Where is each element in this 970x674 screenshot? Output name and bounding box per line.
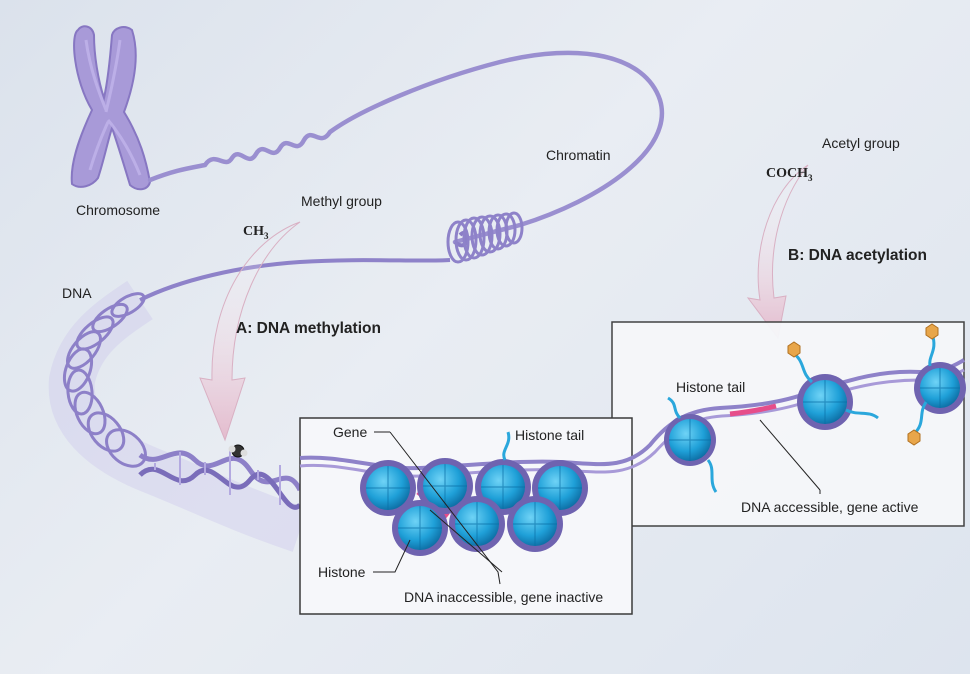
- methyl-group-label: Methyl group: [301, 193, 382, 209]
- gene-label: Gene: [333, 424, 368, 440]
- chromatin-label: Chromatin: [546, 147, 611, 163]
- histone-tail-left-label: Histone tail: [515, 427, 585, 443]
- dna-acetylation-title: B: DNA acetylation: [788, 247, 927, 264]
- dna-methylation-title: A: DNA methylation: [236, 320, 381, 337]
- dna-helix: [48, 280, 308, 552]
- methyl-formula: CH3: [243, 225, 269, 241]
- dna-label: DNA: [62, 285, 92, 301]
- dna-accessible-label: DNA accessible, gene active: [741, 499, 919, 515]
- chromatin-fiber: [139, 50, 665, 302]
- methyl-formula-text: CH: [243, 224, 264, 239]
- open-histones: [664, 323, 966, 493]
- condensed-histones: [360, 431, 588, 556]
- acetyl-formula: COCH3: [766, 167, 813, 183]
- methyl-formula-sub: 3: [264, 230, 269, 241]
- histone-label: Histone: [318, 564, 366, 580]
- acetyl-group-label: Acetyl group: [822, 135, 900, 151]
- methyl-arrow: [199, 221, 301, 442]
- chromosome-label: Chromosome: [76, 202, 161, 218]
- chromosome-shape: [70, 25, 152, 191]
- histone-tail-right-label: Histone tail: [676, 379, 746, 395]
- leader-lines: [373, 419, 821, 585]
- acetyl-formula-sub: 3: [808, 172, 813, 183]
- acetyl-formula-text: COCH: [766, 166, 808, 181]
- dna-inaccessible-label: DNA inaccessible, gene inactive: [404, 589, 604, 605]
